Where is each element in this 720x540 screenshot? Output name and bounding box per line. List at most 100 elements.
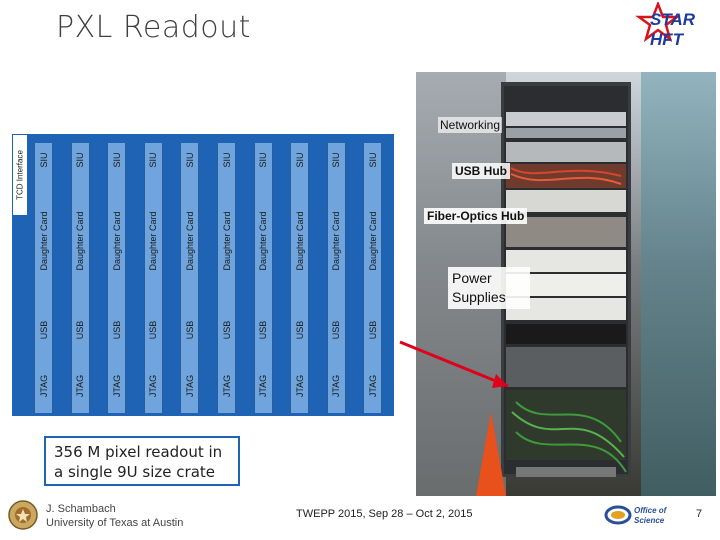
usb-label: USB: [38, 320, 49, 340]
star-icon: [635, 2, 681, 42]
jtag-cell: JTAG: [255, 359, 272, 413]
author-info: J. Schambach University of Texas at Aust…: [46, 502, 183, 530]
siu-label: SIU: [38, 152, 49, 168]
usb-cell: USB: [145, 305, 162, 355]
star-hft-logo: STAR HFT: [622, 2, 712, 49]
daughter-card-label: Daughter Card: [184, 211, 195, 271]
jtag-cell: JTAG: [108, 359, 125, 413]
siu-cell: SIU: [145, 143, 162, 177]
author-affiliation: University of Texas at Austin: [46, 517, 184, 529]
oos-logo-line2: Science: [634, 516, 665, 525]
slide-title: PXL Readout: [56, 10, 251, 45]
siu-cell: SIU: [328, 143, 345, 177]
usb-label: USB: [294, 320, 305, 340]
usb-label: USB: [75, 320, 86, 340]
office-of-science-logo: Office of Science: [604, 502, 674, 528]
siu-label: SIU: [331, 152, 342, 168]
usb-cell: USB: [328, 305, 345, 355]
siu-cell: SIU: [35, 143, 52, 177]
jtag-cell: JTAG: [218, 359, 235, 413]
jtag-label: JTAG: [221, 374, 232, 398]
siu-label: SIU: [294, 152, 305, 168]
rack-photo-image: [416, 72, 716, 496]
fiber-optics-hub-label: Fiber-Optics Hub: [424, 208, 528, 224]
daughter-card-cell: Daughter Card: [218, 181, 235, 301]
usb-cell: USB: [108, 305, 125, 355]
usb-cell: USB: [72, 305, 89, 355]
power-supplies-arrow: [399, 340, 509, 388]
usb-cell: USB: [35, 305, 52, 355]
siu-cell: SIU: [218, 143, 235, 177]
ut-austin-seal-logo: [8, 500, 38, 530]
usb-cell: USB: [291, 305, 308, 355]
daughter-card-label: Daughter Card: [111, 211, 122, 271]
daughter-card-label: Daughter Card: [221, 211, 232, 271]
siu-cell: SIU: [364, 143, 381, 177]
siu-cell: SIU: [291, 143, 308, 177]
jtag-cell: JTAG: [35, 359, 52, 413]
daughter-card-cell: Daughter Card: [35, 181, 52, 301]
usb-cell: USB: [364, 305, 381, 355]
siu-label: SIU: [258, 152, 269, 168]
daughter-card-cell: Daughter Card: [255, 181, 272, 301]
siu-label: SIU: [184, 152, 195, 168]
daughter-card-label: Daughter Card: [367, 211, 378, 271]
daughter-card-cell: Daughter Card: [145, 181, 162, 301]
page-number: 7: [696, 508, 703, 520]
usb-label: USB: [258, 320, 269, 340]
jtag-cell: JTAG: [364, 359, 381, 413]
jtag-cell: JTAG: [145, 359, 162, 413]
daughter-card-label: Daughter Card: [294, 211, 305, 271]
siu-label: SIU: [75, 152, 86, 168]
usb-label: USB: [221, 320, 232, 340]
daughter-card-label: Daughter Card: [75, 211, 86, 271]
networking-label: Networking: [438, 117, 503, 133]
daughter-card-cell: Daughter Card: [181, 181, 198, 301]
usb-cell: USB: [181, 305, 198, 355]
usb-cell: USB: [218, 305, 235, 355]
daughter-card-cell: Daughter Card: [72, 181, 89, 301]
jtag-cell: JTAG: [328, 359, 345, 413]
siu-label: SIU: [148, 152, 159, 168]
daughter-card-label: Daughter Card: [148, 211, 159, 271]
usb-cell: USB: [255, 305, 272, 355]
siu-label: SIU: [367, 152, 378, 168]
usb-hub-label: USB Hub: [452, 163, 510, 179]
siu-cell: SIU: [181, 143, 198, 177]
tcd-interface-block: TCD Interface: [12, 134, 28, 216]
siu-label: SIU: [221, 152, 232, 168]
daughter-card-cell: Daughter Card: [364, 181, 381, 301]
siu-cell: SIU: [255, 143, 272, 177]
jtag-label: JTAG: [294, 374, 305, 398]
author-name: J. Schambach: [46, 503, 116, 515]
usb-label: USB: [367, 320, 378, 340]
daughter-card-label: Daughter Card: [38, 211, 49, 271]
daughter-card-cell: Daughter Card: [108, 181, 125, 301]
rack-photo: [416, 72, 716, 496]
jtag-label: JTAG: [111, 374, 122, 398]
daughter-card-cell: Daughter Card: [328, 181, 345, 301]
jtag-label: JTAG: [75, 374, 86, 398]
siu-cell: SIU: [108, 143, 125, 177]
jtag-cell: JTAG: [72, 359, 89, 413]
jtag-cell: JTAG: [291, 359, 308, 413]
siu-label: SIU: [111, 152, 122, 168]
oos-logo-line1: Office of: [634, 506, 668, 515]
jtag-label: JTAG: [331, 374, 342, 398]
power-supplies-label: Power Supplies: [448, 267, 530, 309]
daughter-card-cell: Daughter Card: [291, 181, 308, 301]
conference-label: TWEPP 2015, Sep 28 – Oct 2, 2015: [296, 508, 473, 520]
daughter-card-label: Daughter Card: [331, 211, 342, 271]
jtag-cell: JTAG: [181, 359, 198, 413]
usb-label: USB: [111, 320, 122, 340]
jtag-label: JTAG: [258, 374, 269, 398]
